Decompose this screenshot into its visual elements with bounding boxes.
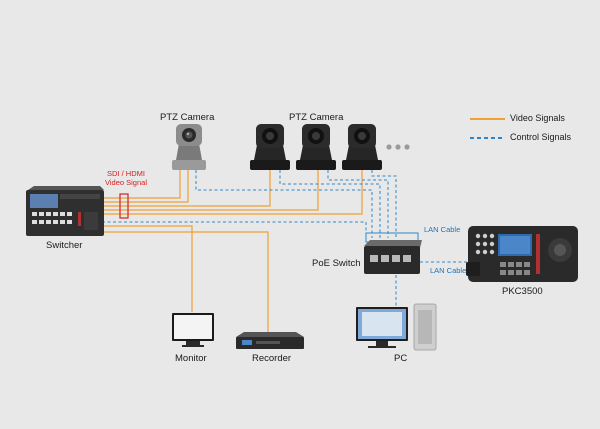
switcher-device bbox=[26, 186, 104, 236]
ptz-camera-4-device bbox=[342, 124, 382, 170]
sdi-hdmi-line2: Video Signal bbox=[105, 178, 147, 187]
sdi-hdmi-label: SDI / HDMI Video Signal bbox=[98, 169, 154, 187]
more-cameras-dots bbox=[386, 144, 410, 150]
video-signal-lines bbox=[102, 170, 363, 333]
lan-cable-label-2: LAN Cable bbox=[430, 266, 467, 275]
pkc3500-device bbox=[466, 226, 578, 282]
poe-switch-device bbox=[364, 240, 422, 274]
recorder-device bbox=[236, 332, 304, 349]
control-signal-lines bbox=[102, 170, 470, 306]
legend-control-label: Control Signals bbox=[510, 132, 572, 142]
sdi-hdmi-marker bbox=[119, 193, 129, 219]
legend-video-label: Video Signals bbox=[510, 113, 565, 123]
lan-cable-label-1: LAN Cable bbox=[424, 225, 461, 234]
switcher-label: Switcher bbox=[46, 240, 83, 251]
ptz-camera-group-label: PTZ Camera bbox=[289, 112, 344, 123]
pc-label: PC bbox=[394, 353, 408, 364]
monitor-label: Monitor bbox=[175, 353, 207, 364]
ptz-camera-1-label: PTZ Camera bbox=[160, 112, 215, 123]
recorder-label: Recorder bbox=[252, 353, 292, 364]
pkc3500-label: PKC3500 bbox=[502, 286, 543, 297]
ptz-camera-1-device bbox=[172, 124, 206, 170]
poe-switch-label: PoE Switch bbox=[312, 258, 361, 269]
ptz-camera-2-device bbox=[250, 124, 290, 170]
sdi-hdmi-line1: SDI / HDMI bbox=[107, 169, 145, 178]
monitor-device bbox=[172, 313, 214, 347]
pc-device bbox=[356, 303, 437, 351]
ptz-camera-3-device bbox=[296, 124, 336, 170]
